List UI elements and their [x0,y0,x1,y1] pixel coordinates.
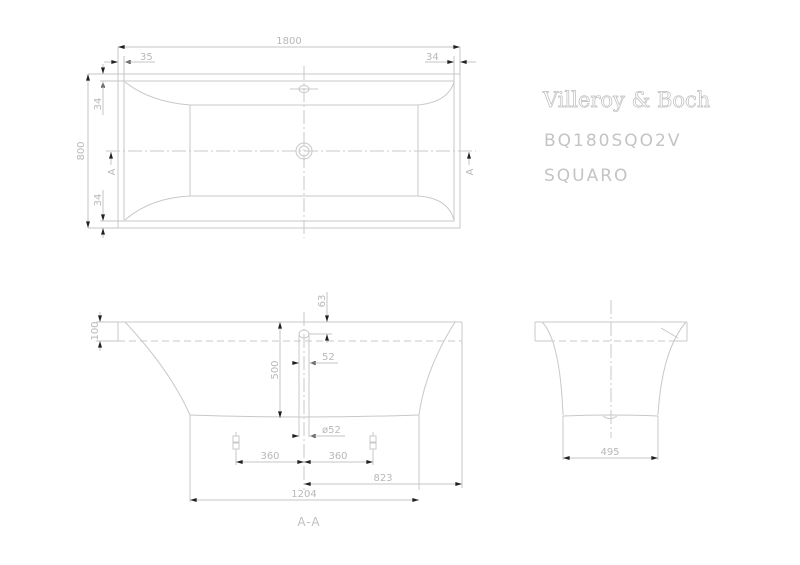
model-code: BQ180SQO2V [544,131,682,151]
dim-overall-length: 1800 [276,36,301,47]
dim-waste-diameter: ø52 [322,425,341,436]
dim-feet-spacing-left: 360 [260,451,279,462]
dim-overall-width: 800 [76,141,87,160]
dim-overflow-offset: 63 [317,295,328,308]
dim-rim-bottom: 34 [93,194,104,207]
section-marker-left: A [107,168,118,175]
end-section-view: 495 [534,300,688,460]
dim-feet-spacing-right: 360 [328,451,347,462]
dim-base-length: 1204 [291,489,316,500]
brand-name: Villeroy & Boch [542,88,710,112]
dim-base-width: 495 [600,447,619,458]
section-marker-right: A [465,168,476,175]
plan-view: 1800 35 34 800 34 34 A A [76,36,476,238]
dim-rim-right: 34 [426,52,439,63]
dim-waste-to-end: 823 [373,473,392,484]
dim-depth: 500 [270,360,281,379]
model-name: SQUARO [544,166,629,186]
section-label: A-A [297,515,320,529]
dim-rim-left: 35 [140,52,153,63]
foot-left [232,432,240,453]
section-a-a-view: 100 63 52 500 ø52 [90,292,463,529]
title-block: Villeroy & Boch BQ180SQO2V SQUARO [542,88,711,186]
foot-right [369,432,377,453]
dim-rim-height: 100 [90,321,101,340]
dim-rim-top: 34 [93,98,104,111]
dim-overflow-diameter: 52 [322,352,335,363]
